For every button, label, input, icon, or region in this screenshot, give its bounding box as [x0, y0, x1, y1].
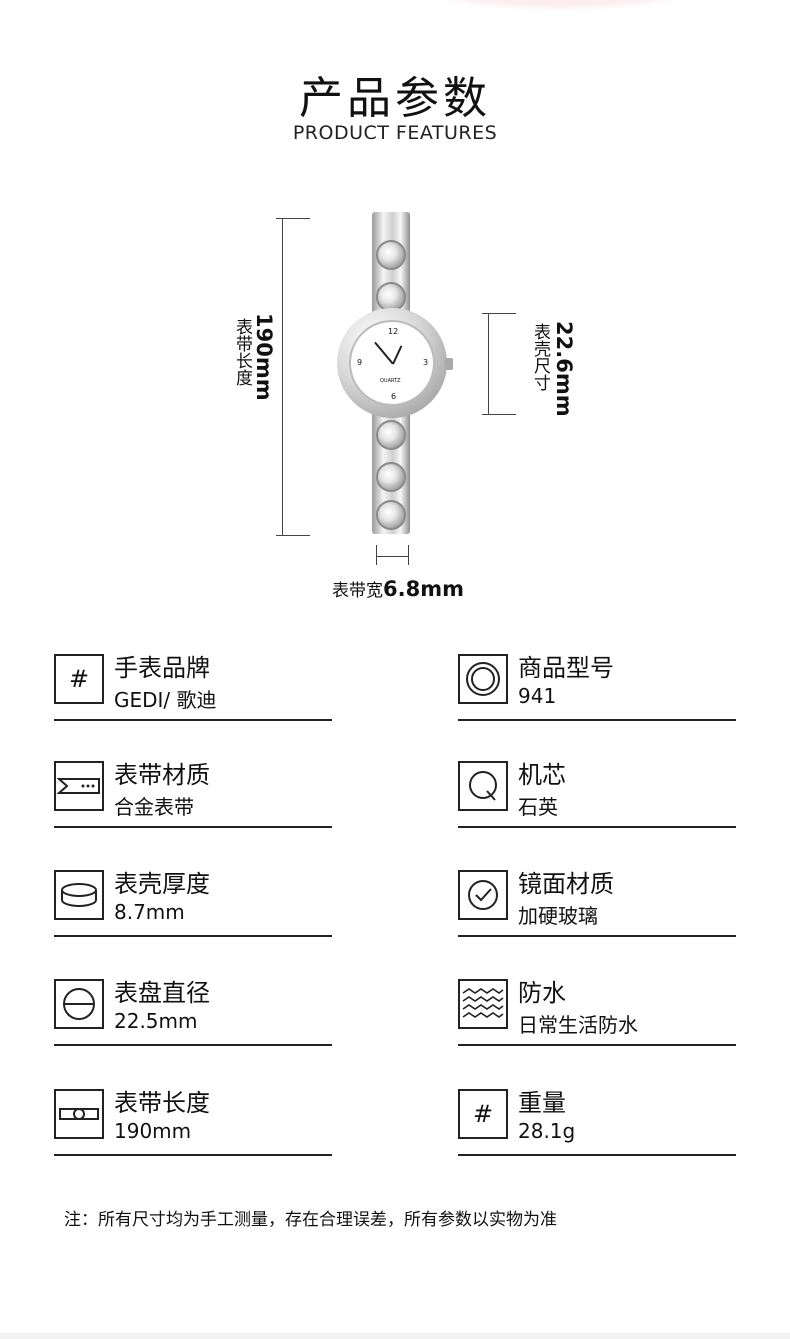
spec-divider	[458, 1154, 736, 1156]
case-size-dimension-line	[488, 313, 489, 415]
strap-length-label: 表带长度	[232, 318, 252, 386]
strap-width-label: 表带宽	[332, 581, 383, 601]
spec-case-thickness: 表壳厚度 8.7mm	[54, 864, 332, 942]
page-title: 产品参数	[299, 73, 491, 124]
strap-width-cap-left	[376, 545, 377, 565]
case-thickness-icon	[54, 870, 104, 920]
strap-link	[376, 420, 406, 450]
hash-icon: #	[458, 1089, 508, 1139]
dial-marker-12: 12	[388, 327, 399, 336]
spec-value: 190mm	[114, 1119, 192, 1143]
strap-link	[376, 462, 406, 492]
spec-divider	[54, 935, 332, 937]
strap-length-value: 190mm	[252, 313, 276, 401]
spec-divider	[458, 826, 736, 828]
spec-label: 防水	[518, 979, 566, 1007]
strap-length-icon	[54, 1089, 104, 1139]
strap-length-dimension-line	[282, 218, 283, 536]
spec-value: 8.7mm	[114, 900, 185, 924]
strap-link	[376, 500, 406, 530]
spec-divider	[54, 1044, 332, 1046]
spec-divider	[54, 719, 332, 721]
decorative-blob	[380, 0, 740, 10]
spec-value: 合金表带	[114, 795, 194, 819]
spec-value: 28.1g	[518, 1119, 576, 1143]
watch-crown	[445, 358, 453, 370]
case-size-cap-top	[482, 313, 516, 314]
spec-label: 商品型号	[518, 654, 614, 682]
hash-icon: #	[54, 654, 104, 704]
spec-value: 22.5mm	[114, 1009, 198, 1033]
spec-value: GEDI/ 歌迪	[114, 688, 217, 712]
spec-value: 日常生活防水	[518, 1013, 638, 1037]
strap-icon	[54, 761, 104, 811]
water-waves-icon	[458, 979, 508, 1029]
spec-label: 镜面材质	[518, 870, 614, 898]
dial-text: QUARTZ	[380, 378, 401, 384]
spec-label: 表壳厚度	[114, 870, 210, 898]
spec-model: 商品型号 941	[458, 648, 736, 726]
minute-hand	[374, 342, 394, 365]
spec-movement: 机芯 石英	[458, 755, 736, 833]
concentric-circle-icon	[458, 654, 508, 704]
hour-hand	[392, 345, 403, 365]
spec-value: 加硬玻璃	[518, 904, 598, 928]
spec-label: 表带长度	[114, 1089, 210, 1117]
case-size-cap-bottom	[482, 414, 516, 415]
case-size-value: 22.6mm	[552, 321, 576, 417]
spec-water-resistance: 防水 日常生活防水	[458, 973, 736, 1051]
strap-link	[376, 282, 406, 312]
spec-divider	[458, 1044, 736, 1046]
spec-divider	[54, 1154, 332, 1156]
spec-weight: # 重量 28.1g	[458, 1083, 736, 1161]
spec-label: 表带材质	[114, 761, 210, 789]
spec-label: 手表品牌	[114, 654, 210, 682]
spec-divider	[54, 826, 332, 828]
case-size-label: 表壳尺寸	[530, 323, 550, 391]
dial-marker-3: 3	[423, 358, 429, 367]
spec-value: 941	[518, 684, 557, 708]
spec-divider	[458, 719, 736, 721]
spec-value: 石英	[518, 795, 558, 819]
strap-width-cap-right	[408, 545, 409, 565]
page-subtitle: PRODUCT FEATURES	[292, 122, 498, 144]
spec-brand: # 手表品牌 GEDI/ 歌迪	[54, 648, 332, 726]
disclaimer-note: 注：所有尺寸均为手工测量，存在合理误差，所有参数以实物为准	[64, 1210, 557, 1230]
bottom-strip	[0, 1333, 790, 1339]
check-circle-icon	[458, 870, 508, 920]
spec-label: 重量	[518, 1089, 566, 1117]
q-movement-icon	[458, 761, 508, 811]
dial-diameter-icon	[54, 979, 104, 1029]
spec-label: 机芯	[518, 761, 566, 789]
strap-length-cap-bottom	[276, 535, 310, 536]
spec-divider	[458, 935, 736, 937]
spec-dial-diameter: 表盘直径 22.5mm	[54, 973, 332, 1051]
dial-marker-9: 9	[357, 358, 363, 367]
strap-width-caption: 表带宽6.8mm	[332, 576, 464, 601]
strap-width-dimension-line	[376, 556, 409, 557]
dial-marker-6: 6	[391, 392, 397, 401]
spec-label: 表盘直径	[114, 979, 210, 1007]
spec-strap-material: 表带材质 合金表带	[54, 755, 332, 833]
spec-strap-length: 表带长度 190mm	[54, 1083, 332, 1161]
strap-width-value: 6.8mm	[383, 577, 464, 601]
watch-dial: 12 3 6 9 QUARTZ	[349, 320, 435, 406]
strap-link	[376, 240, 406, 270]
spec-glass: 镜面材质 加硬玻璃	[458, 864, 736, 942]
strap-length-cap-top	[276, 218, 310, 219]
